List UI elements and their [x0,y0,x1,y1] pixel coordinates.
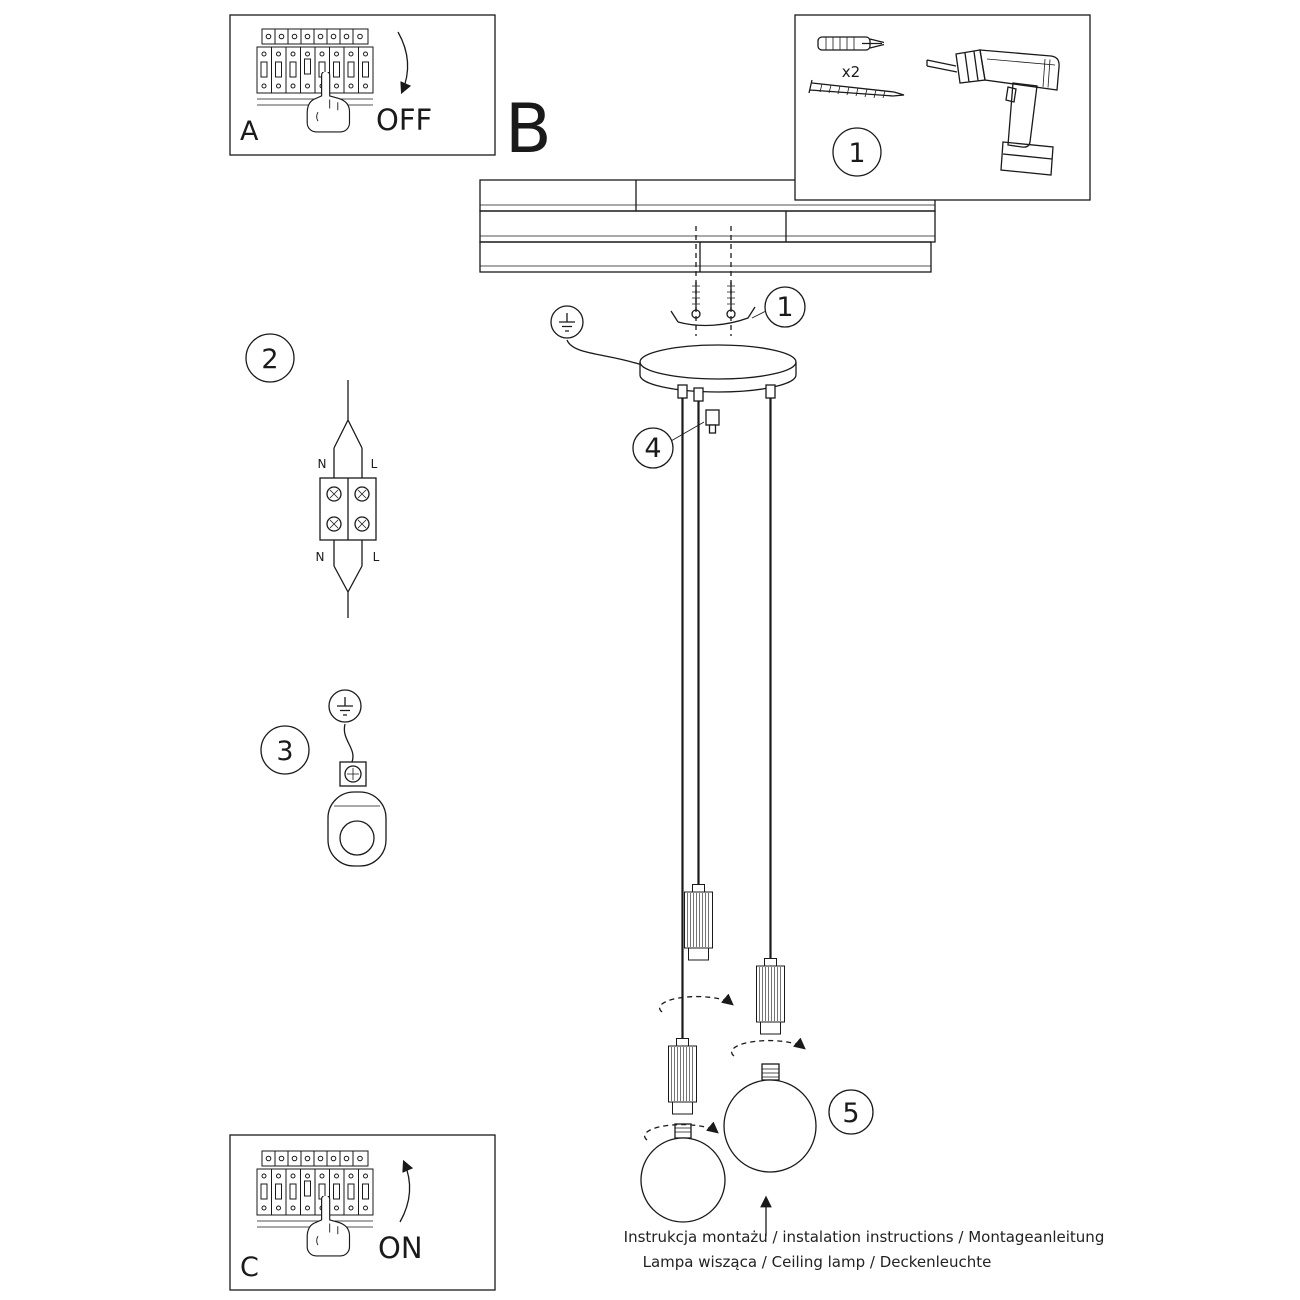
lamp-holder-middle [684,884,713,961]
ground-lead-wire [343,723,354,763]
panel-a: A OFF [229,14,496,156]
canopy [639,344,797,402]
twist-arrow-left-icon [644,1121,719,1141]
ceiling-boards [479,179,936,273]
section-b-label: B [505,90,552,169]
step-1-number: 1 [776,292,793,323]
twist-arrow-right-icon [731,1037,806,1057]
ground-symbol-icon [550,305,584,339]
step-3-badge [260,725,310,775]
footer-line-2: Lampa wisząca / Ceiling lamp / Deckenleu… [643,1253,992,1271]
ground-terminal [339,761,367,787]
wire-label-l-top: L [371,457,378,471]
step-5-number: 5 [842,1098,859,1129]
step-1-marker: 1 [751,286,806,328]
step-5-marker: 5 [828,1089,874,1135]
screw-right-icon [726,282,736,319]
wire-label-n-bottom: N [316,550,325,564]
panel-a-label: A [240,116,259,147]
step-2-number: 2 [261,344,278,375]
step-4-marker: 4 [632,409,720,469]
lamp-holder-right [756,958,785,1035]
cord-grip-part [705,409,720,434]
footer-line-1: Instrukcja montażu / instalation instruc… [624,1228,1105,1246]
twist-arrow-middle-icon [659,993,734,1013]
panel-c-border [229,1134,496,1291]
panel-a-border [229,14,496,156]
ground-symbol-icon [328,689,362,723]
flip-up-arrow-icon [399,1159,414,1223]
step-3-grounding: 3 [260,689,387,867]
tools-step-number: 1 [848,138,865,169]
bulb-right [723,1063,817,1173]
connector-diagram [319,380,377,618]
cord-grips [677,384,776,402]
screw-quantity-label: x2 [842,63,860,81]
bulb-left [640,1123,726,1223]
lamp-holder-left [668,1038,697,1115]
step-4-number: 4 [644,433,661,464]
mounting-screws [670,226,756,336]
wire-label-n-top: N [318,457,327,471]
wire-label-l-bottom: L [373,550,380,564]
screw-left-icon [691,282,701,319]
panel-c: C ON [229,1134,496,1291]
on-label: ON [378,1231,423,1265]
ground-bracket [327,791,387,867]
step-2-badge [245,333,295,383]
step-3-number: 3 [276,736,293,767]
panel-c-label: C [240,1252,259,1283]
mounting-strap [670,306,756,327]
screw-icon [808,79,905,99]
drill-icon [926,49,1060,176]
tools-step-badge [832,127,882,177]
tools-box: x2 1 [794,14,1091,201]
wall-plug-icon [817,36,885,51]
off-label: OFF [376,103,432,137]
tools-box-border [794,14,1091,201]
flip-down-arrow-icon [397,31,412,95]
step-2-wiring: 2 N L N L [245,333,380,618]
ground-wire [566,339,643,366]
